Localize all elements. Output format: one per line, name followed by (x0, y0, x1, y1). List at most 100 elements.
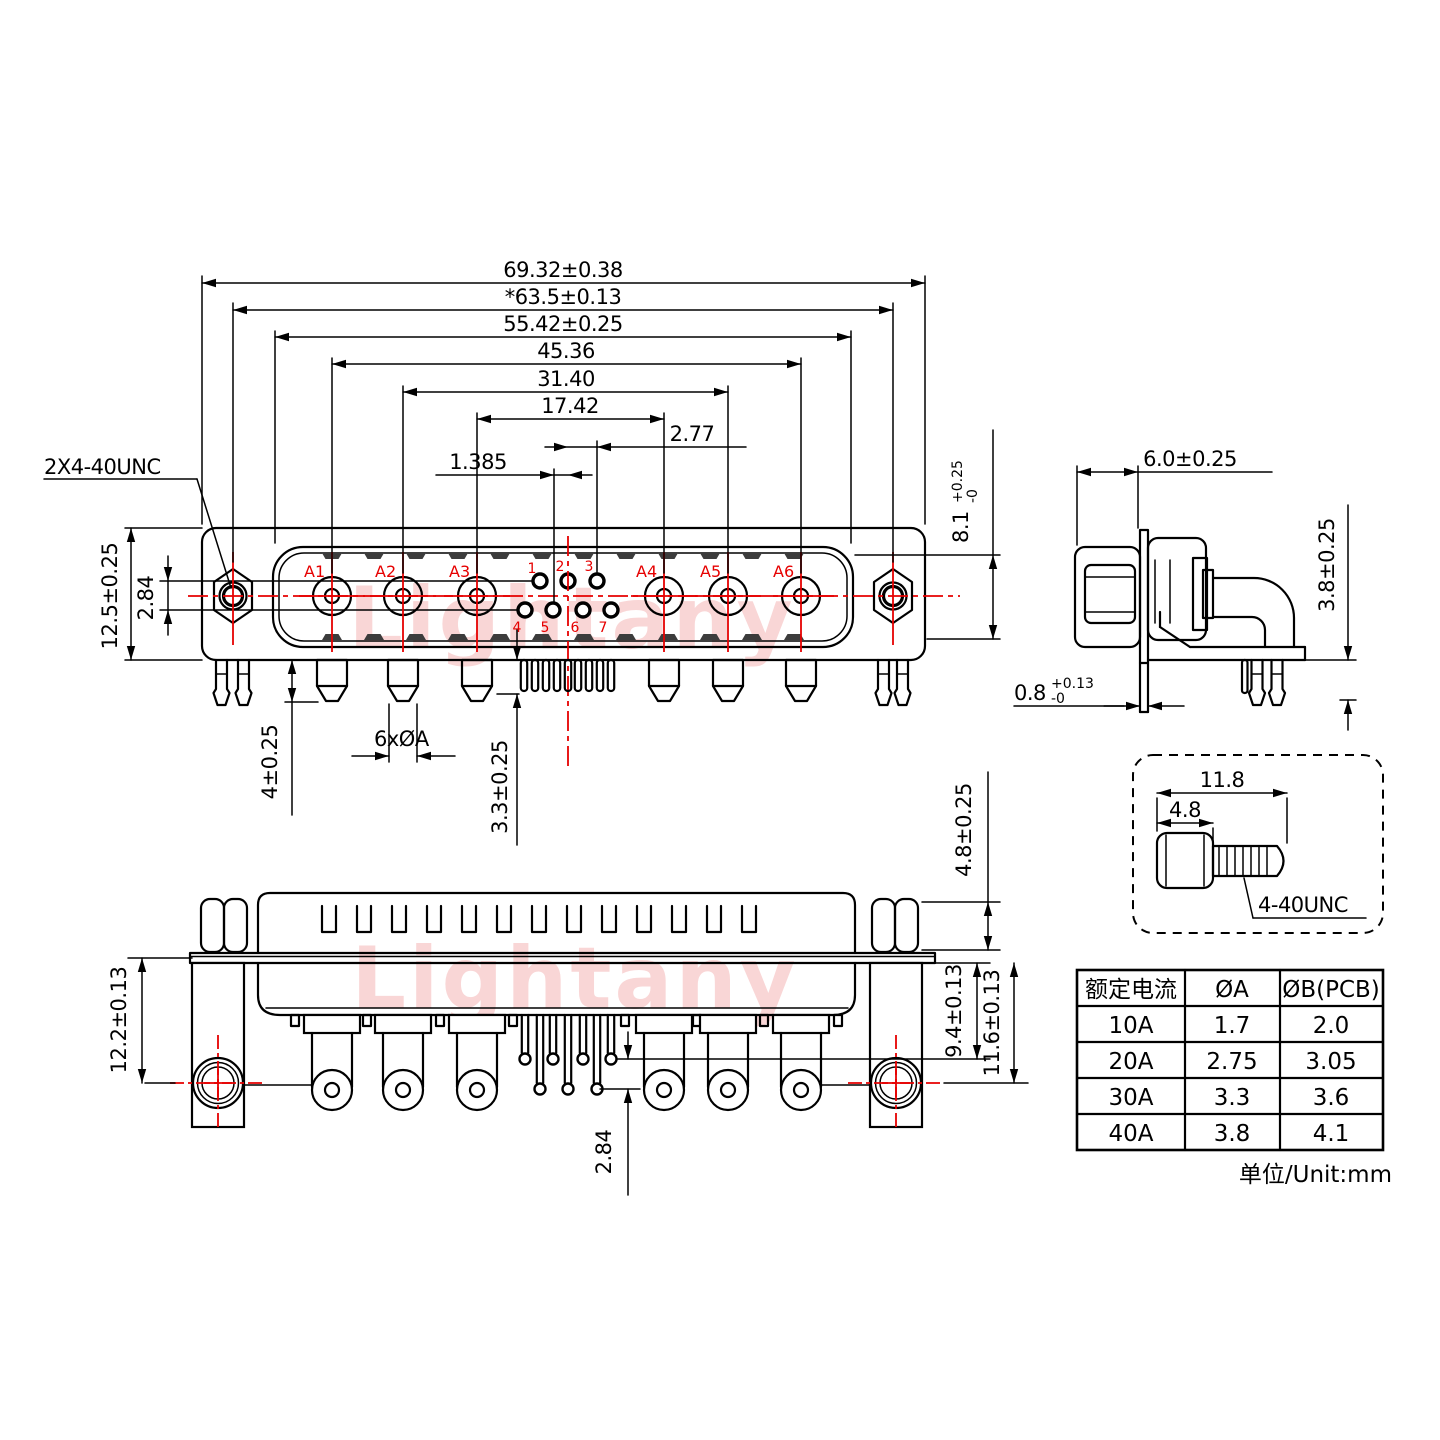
bottom-bracket-right (846, 961, 946, 1133)
dim-mount-span: *63.5±0.13 (505, 285, 622, 309)
cell-20a-a: 2.75 (1206, 1049, 1257, 1075)
cell-40a-a: 3.8 (1214, 1121, 1251, 1147)
front-extension-lines (201, 275, 926, 603)
dim-peg-dia: 6xØA (374, 727, 430, 751)
cell-20a-b: 3.05 (1305, 1049, 1356, 1075)
dim-plate-group: 0.8 +0.13 -0 (1014, 676, 1094, 707)
side-jackscrew-head (1083, 563, 1137, 625)
bottom-small-tabs (289, 1013, 844, 1028)
dim-standoff: 3.8±0.25 (1315, 518, 1339, 612)
pin-label-5: 5 (541, 620, 550, 636)
bottom-hex-left (199, 897, 249, 954)
screw-threaded-shank (1211, 844, 1285, 878)
dim-hole-offset: 12.2±0.13 (107, 967, 131, 1074)
pin-label-2: 2 (556, 559, 565, 575)
contact-label-a4: A4 (636, 562, 657, 581)
table-row-40a: 40A 3.8 4.1 (1108, 1121, 1349, 1147)
bottom-view: 12.2±0.13 9.4±0.13 11.6±0.13 2.84 4.8±0.… (107, 771, 1029, 1196)
side-view: 6.0±0.25 3.8±0.25 0.8 +0.13 -0 (1013, 447, 1357, 731)
screw-detail: 11.8 4.8 4-40UNC (1132, 754, 1384, 934)
dim-screw-head: 4.8 (1169, 798, 1201, 822)
bottom-bracket-left (168, 961, 268, 1133)
side-snap-peg-2 (1267, 658, 1287, 707)
dim-screw-total: 11.8 (1200, 768, 1245, 792)
dim-pin-half-pitch: 1.385 (449, 450, 507, 474)
dim-a-span: 45.36 (537, 339, 595, 363)
dim-pin-length: 3.3±0.25 (488, 740, 512, 834)
table-header-dia-a: ØA (1215, 977, 1249, 1003)
table-row-30a: 30A 3.3 3.6 (1108, 1085, 1349, 1111)
dim-outer-width: 69.32±0.38 (503, 258, 622, 282)
dim-depth: 6.0±0.25 (1143, 447, 1237, 471)
side-insulator-step (1191, 556, 1209, 632)
side-bracket (1146, 610, 1307, 662)
cell-40a-b: 4.1 (1313, 1121, 1350, 1147)
dim-pin-pitch: 2.77 (670, 422, 715, 446)
side-right-angle-contact-outer (1211, 576, 1296, 649)
table-row-10a: 10A 1.7 2.0 (1108, 1013, 1349, 1039)
dim-peg-length: 4±0.25 (258, 725, 282, 800)
pin-label-6: 6 (571, 620, 580, 636)
side-right-angle-contact-inner (1211, 615, 1267, 649)
cell-10a: 10A (1108, 1013, 1153, 1039)
side-flange-plate (1138, 528, 1150, 665)
contact-label-a2: A2 (375, 562, 396, 581)
pin-label-7: 7 (599, 620, 608, 636)
dim-flange-height: 12.5±0.25 (98, 543, 122, 650)
cell-10a-a: 1.7 (1214, 1013, 1251, 1039)
front-dimension-lines (43, 278, 1001, 846)
side-contact-step (1201, 568, 1215, 620)
table-header-dia-b: ØB(PCB) (1282, 977, 1380, 1003)
bottom-body-upper (256, 891, 857, 955)
front-view: A1 A2 A3 A4 A5 A6 1 2 3 4 5 6 7 (43, 258, 1001, 846)
dim-shell-width: 55.42±0.25 (503, 312, 622, 336)
dim-row-offset-front: 2.84 (134, 575, 158, 620)
contact-label-a1: A1 (304, 562, 325, 581)
bottom-dimension-lines (127, 771, 1029, 1196)
dim-shell-height: 8.1 (949, 511, 973, 543)
screw-threads (1218, 845, 1268, 877)
screw-thread-label: 4-40UNC (1258, 893, 1348, 917)
side-pcb-pin (1240, 658, 1249, 695)
table-row-20a: 20A 2.75 3.05 (1108, 1049, 1356, 1075)
dim-a-center-span: 17.42 (541, 394, 599, 418)
watermark-bottom: Lightany (351, 929, 799, 1029)
table-unit-note: 单位/Unit:mm (1239, 1162, 1392, 1188)
dim-plate-tol-minus: -0 (1051, 691, 1065, 707)
contact-label-a5: A5 (700, 562, 721, 581)
contact-label-a3: A3 (449, 562, 470, 581)
contact-label-a6: A6 (773, 562, 794, 581)
side-dimension-lines (1013, 465, 1353, 731)
dim-plate: 0.8 (1014, 681, 1046, 705)
pin-label-1: 1 (528, 561, 537, 577)
dim-row-offset-bottom: 2.84 (592, 1129, 616, 1174)
front-shell-outer (271, 545, 855, 649)
side-rear-body (1146, 536, 1208, 642)
dim-nut-height: 4.8±0.25 (952, 783, 976, 877)
bottom-hex-right (870, 897, 920, 954)
screw-detail-box (1132, 754, 1384, 934)
cell-30a-b: 3.6 (1313, 1085, 1350, 1111)
cell-20a: 20A (1108, 1049, 1153, 1075)
front-flange-outline (200, 526, 927, 662)
side-snap-peg (1247, 658, 1267, 707)
dim-shell-height-tol-plus: +0.25 (950, 460, 966, 503)
pin-label-4: 4 (513, 620, 522, 636)
front-thread-note: 2X4-40UNC (44, 455, 161, 479)
cell-10a-b: 2.0 (1313, 1013, 1350, 1039)
dim-short-pin: 9.4±0.13 (942, 964, 966, 1058)
table-header-current: 额定电流 (1085, 977, 1177, 1003)
cell-30a-a: 3.3 (1214, 1085, 1251, 1111)
screw-dimension-lines (1156, 788, 1367, 919)
dim-shell-height-tol-minus: -0 (965, 489, 981, 503)
dim-plate-tol-plus: +0.13 (1051, 676, 1094, 692)
cell-40a: 40A (1108, 1121, 1153, 1147)
dim-long-pin: 11.6±0.13 (980, 970, 1004, 1077)
front-shell-inner (278, 552, 848, 642)
pin-label-3: 3 (585, 559, 594, 575)
cell-30a: 30A (1108, 1085, 1153, 1111)
dim-shell-height-group: 8.1 +0.25 -0 (949, 460, 981, 543)
dim-a-inner-span: 31.40 (537, 367, 595, 391)
